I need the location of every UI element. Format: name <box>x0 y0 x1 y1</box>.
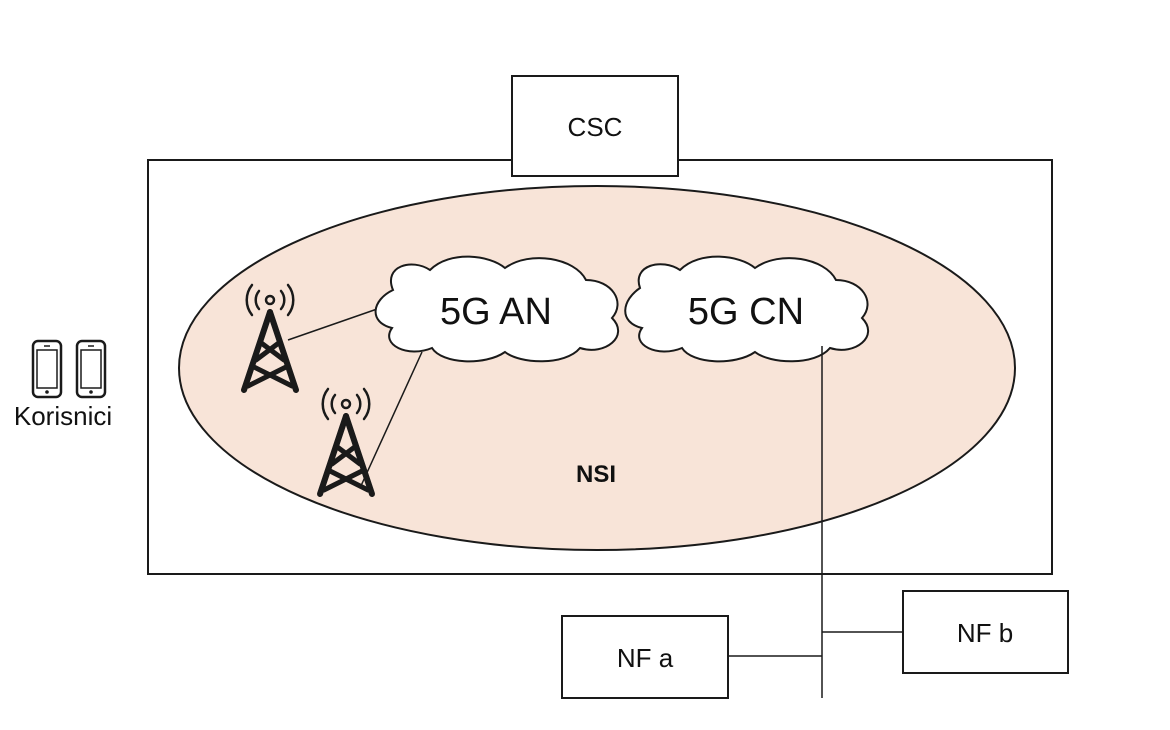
nf-a-box[interactable]: NF a <box>561 615 729 699</box>
users-label: Korisnici <box>14 401 112 431</box>
users-group: Korisnici <box>14 339 112 431</box>
radio-tower-icon <box>241 283 299 393</box>
radio-tower-icon <box>317 387 375 497</box>
tower-1-link <box>287 307 381 341</box>
nf-b-label: NF b <box>957 618 1013 648</box>
nf-a-label: NF a <box>617 643 674 673</box>
5g-an-cloud[interactable]: 5G AN <box>374 255 619 363</box>
csc-label: CSC <box>568 112 623 142</box>
csc-box[interactable]: CSC <box>511 75 679 177</box>
5g-cn-cloud[interactable]: 5G CN <box>624 255 869 363</box>
5g-cn-cloud-shape <box>624 255 869 363</box>
5g-cn-label: 5G CN <box>688 291 804 333</box>
nf-b-box[interactable]: NF b <box>902 590 1069 674</box>
5g-an-label: 5G AN <box>440 291 552 333</box>
nsi-ellipse <box>178 185 1016 551</box>
smartphone-icon <box>75 339 107 399</box>
5g-an-cloud-shape <box>374 255 619 363</box>
nsi-label: NSI <box>576 461 616 488</box>
smartphone-icon <box>31 339 63 399</box>
tower-2-link <box>359 351 423 489</box>
